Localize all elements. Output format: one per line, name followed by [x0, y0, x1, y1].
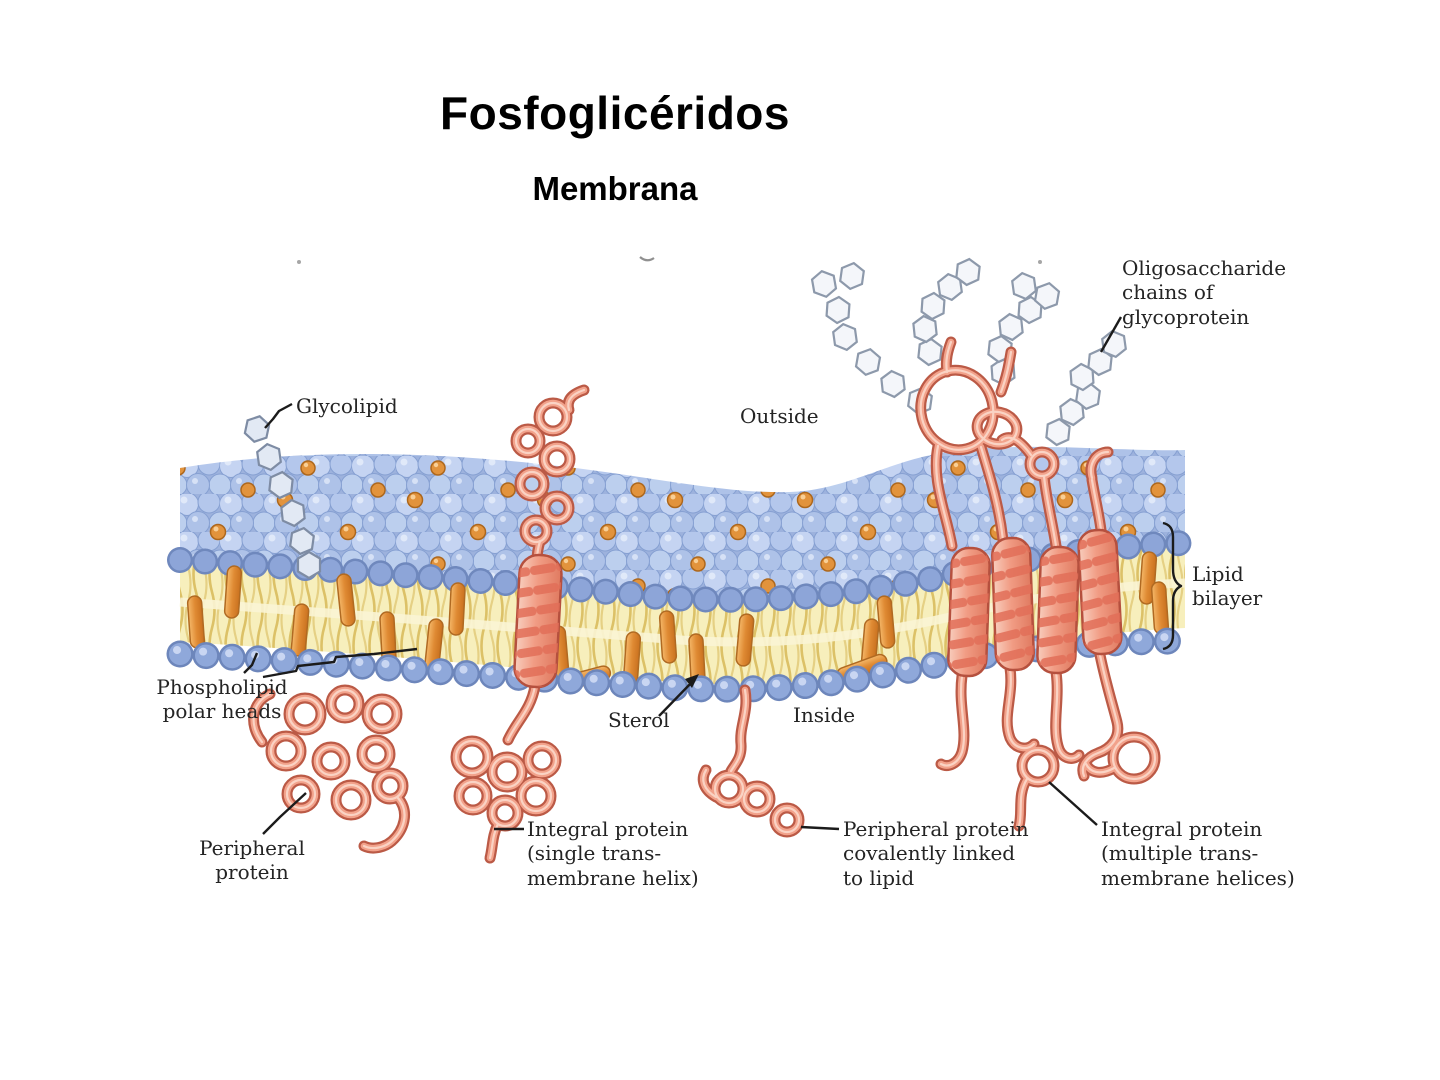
label-outside: Outside: [740, 404, 819, 428]
integral-protein-multiple-art: [912, 342, 1155, 826]
transmembrane-helix: [1036, 545, 1080, 675]
lipid-bilayer-brace: [1162, 521, 1183, 651]
integral-multiple-pointer: [1048, 781, 1098, 826]
label-sterol: Sterol: [608, 708, 670, 732]
oligosaccharide-pointer: [1099, 316, 1123, 353]
label-peripheral-protein-covalent: Peripheral protein covalently linked to …: [843, 817, 1029, 890]
label-inside: Inside: [793, 703, 856, 727]
label-integral-protein-single: Integral protein (single trans- membrane…: [527, 817, 699, 890]
label-lipid-bilayer: Lipid bilayer: [1192, 562, 1263, 611]
slide-subtitle: Membrana: [532, 170, 698, 207]
label-integral-protein-multiple: Integral protein (multiple trans- membra…: [1101, 817, 1295, 890]
glycolipid-pointer: [264, 402, 293, 429]
peripheral-protein-covalent-art: [703, 690, 799, 832]
peripheral-covalent-pointer: [800, 825, 840, 831]
transmembrane-helix: [513, 553, 563, 689]
transmembrane-helix: [991, 536, 1035, 672]
integral-protein-single-art: [456, 390, 584, 858]
label-phospholipid-polar-heads: Phospholipid polar heads: [156, 675, 288, 724]
label-peripheral-protein: Peripheral protein: [199, 836, 305, 885]
label-oligosaccharide: Oligosaccharide chains of glycoprotein: [1122, 256, 1287, 329]
phospholipid-pointer-a: [243, 652, 259, 674]
transmembrane-helix: [947, 546, 991, 678]
transmembrane-helix: [1077, 528, 1123, 656]
pointer-lines: [243, 316, 1183, 835]
slide-title: Fosfoglicéridos: [440, 87, 790, 139]
sterol-rods: [186, 551, 1170, 691]
label-glycolipid: Glycolipid: [296, 394, 398, 418]
oligosaccharide-chains: [809, 256, 1128, 448]
crop-artifacts: [297, 256, 1042, 264]
sterol-pointer: [658, 680, 694, 717]
peripheral-pointer: [262, 792, 307, 835]
sterol-arrowhead: [685, 674, 699, 688]
phospholipid-pointer-b: [262, 647, 418, 679]
